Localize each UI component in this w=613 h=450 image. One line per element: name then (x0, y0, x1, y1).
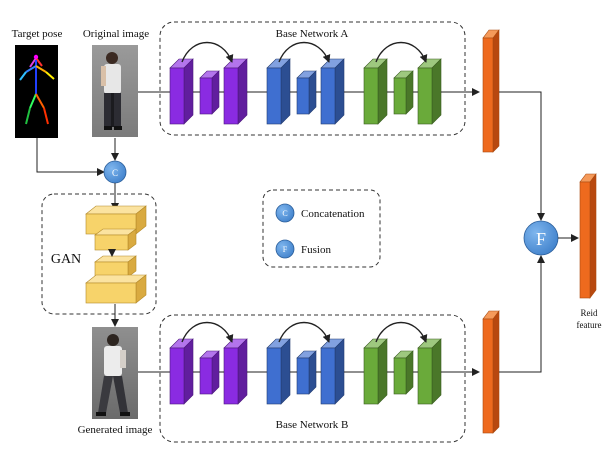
reid-feature-bar (579, 173, 597, 299)
network-a-blue-block-3 (320, 58, 345, 125)
network-b-purple-block-3 (223, 338, 248, 405)
pose-to-concat-line (36, 138, 105, 176)
network-a-blue-block-1 (266, 58, 291, 125)
gan-encoder-decoder (85, 205, 147, 304)
network-b-purple-block-2 (199, 350, 220, 395)
network-a-green-block-2 (393, 70, 414, 115)
network-b-purple-skip-arrow (181, 321, 234, 343)
feature-b-to-fusion-line (499, 255, 545, 373)
network-b-green-skip-arrow (375, 321, 428, 343)
base-network-a-blocks (169, 41, 457, 125)
reid-feature-label-line2: feature (577, 320, 602, 330)
feature-bar-a (482, 29, 500, 153)
fusion-node-symbol: F (536, 229, 546, 249)
gan-box (41, 193, 157, 315)
network-a-green-skip-arrow (375, 41, 428, 63)
generated-image-label: Generated image (78, 424, 153, 436)
network-a-purple-block-3 (223, 58, 248, 125)
feature-bar-b (482, 310, 500, 434)
target-pose-label: Target pose (12, 28, 63, 40)
network-b-blue-skip-arrow (278, 321, 331, 343)
network-b-green-block-1 (363, 338, 388, 405)
original-image-photo (92, 45, 138, 137)
target-pose-image (15, 45, 58, 138)
network-a-blue-skip-arrow (278, 41, 331, 63)
legend-box (262, 189, 381, 268)
network-b-blue-block-1 (266, 338, 291, 405)
network-b-green-block-3 (417, 338, 442, 405)
original-image-label: Original image (83, 28, 149, 40)
legend-fusion-symbol: F (283, 245, 288, 254)
network-b-green-block-2 (393, 350, 414, 395)
concat-node: C (103, 160, 127, 184)
network-b-blue-block-3 (320, 338, 345, 405)
legend-concat-symbol: C (282, 209, 287, 218)
base-network-a-label: Base Network A (276, 28, 349, 40)
network-a-purple-skip-arrow (181, 41, 234, 63)
network-a-green-block-3 (417, 58, 442, 125)
legend-concat-label: Concatenation (301, 208, 365, 220)
network-a-green-block-1 (363, 58, 388, 125)
legend-fusion-icon: F (275, 239, 295, 259)
network-a-blue-block-2 (296, 70, 317, 115)
legend-fusion-label: Fusion (301, 244, 331, 256)
base-network-b-label: Base Network B (276, 419, 349, 431)
gan-label: GAN (51, 252, 81, 267)
feature-a-to-fusion-line (499, 91, 545, 221)
reid-feature-label-line1: Reid (581, 308, 598, 318)
network-b-purple-block-1 (169, 338, 194, 405)
legend-concat-icon: C (275, 203, 295, 223)
fusion-node: F (523, 220, 559, 256)
network-b-blue-block-2 (296, 350, 317, 395)
generated-image-photo (92, 327, 138, 419)
base-network-b-blocks (169, 321, 457, 405)
network-a-purple-block-1 (169, 58, 194, 125)
network-a-purple-block-2 (199, 70, 220, 115)
concat-node-symbol: C (112, 168, 118, 178)
